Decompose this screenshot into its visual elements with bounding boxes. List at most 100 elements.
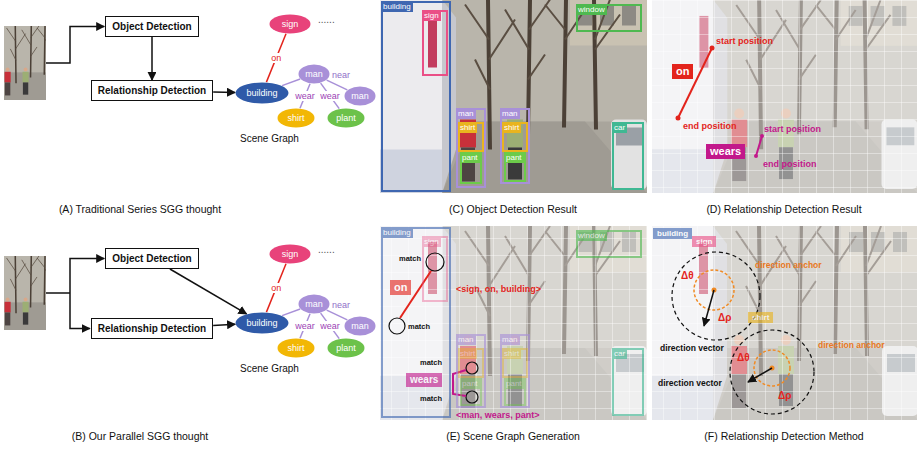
annotation-text: match [399, 254, 421, 263]
edge-label: on [270, 53, 282, 63]
process-box: Object Detection [105, 248, 198, 269]
grid-overlay [652, 226, 917, 420]
fade-overlay [652, 226, 917, 420]
ellipse-shape [299, 65, 330, 84]
detection-box: car [612, 348, 644, 416]
detection-box: car [612, 122, 644, 190]
graph-node-ellipse: shirt [277, 108, 315, 128]
graph-node-ellipse: building [235, 312, 289, 334]
node-label: sign [422, 10, 441, 21]
node-label: building [246, 88, 277, 98]
relation-vectors [676, 46, 765, 159]
annotation-text: match [408, 322, 430, 331]
line-shape [678, 48, 712, 118]
ellipse-shape [278, 339, 315, 358]
line-shape [704, 290, 714, 326]
annotation-text: end position [683, 121, 737, 131]
photo-panel [652, 0, 917, 193]
edge-label: wear [294, 91, 316, 101]
node-label: shirt [458, 122, 477, 133]
process-box: Relationship Detection [91, 80, 213, 101]
detection-box: shirt [458, 122, 484, 152]
circle-shape [676, 116, 681, 121]
annotation-text: <man, wears, pant> [456, 410, 540, 420]
edge-label: near [331, 70, 351, 80]
ellipse-shape [345, 317, 376, 336]
use-shape [652, 0, 917, 193]
fade-overlay [652, 0, 917, 193]
annotation-text: direction vector [660, 343, 724, 353]
node-label: shirt [502, 122, 521, 133]
detection-box: sign [422, 236, 448, 302]
photo-panel [380, 226, 647, 420]
node-label: building [381, 227, 413, 238]
line-shape [748, 368, 772, 382]
photo-panel [380, 0, 647, 194]
circle-shape [466, 362, 478, 374]
relation-tag: wears [406, 373, 442, 387]
photo-panel [651, 226, 917, 420]
panel-caption: (C) Object Detection Result [449, 203, 577, 215]
annotation-text: Δρ [778, 390, 791, 401]
connector [266, 264, 286, 312]
node-label: wears [710, 145, 741, 157]
circle-shape [754, 154, 758, 158]
node-label: Relationship Detection [98, 85, 206, 96]
circle-shape [426, 253, 444, 271]
node-label: shirt [458, 348, 477, 359]
detection-box: pant [504, 152, 526, 182]
annotation-text: <sign, on, building> [456, 284, 541, 294]
annotation-text: Δθ [737, 352, 750, 363]
ellipse-shape [328, 339, 365, 358]
annotation-text: direction anchor [755, 260, 822, 270]
edge-label: wear [294, 321, 316, 331]
node-label: Object Detection [112, 253, 191, 264]
relation-tag: wears [706, 144, 745, 159]
annotation-text: ...... [318, 14, 335, 25]
circle-shape [760, 134, 764, 138]
annotation-text: start position [716, 36, 773, 46]
detection-box: shirt [458, 348, 484, 378]
detection-box: pant [460, 152, 482, 184]
process-box: Object Detection [105, 16, 198, 37]
node-label: man [456, 108, 476, 119]
connector [213, 324, 235, 325]
node-label: building [381, 1, 413, 12]
graph-node-ellipse: man [344, 316, 376, 336]
graph-node-ellipse: man [298, 294, 330, 314]
ellipse-shape [328, 109, 365, 128]
connector [282, 309, 300, 316]
node-label: car [612, 348, 627, 359]
flow-arrow [70, 293, 90, 329]
detection-box: sign [422, 10, 448, 76]
detection-box: shirt [502, 348, 528, 378]
annotation-text: Scene Graph [240, 363, 299, 374]
node-label: sign [422, 236, 441, 247]
annotation-text: ...... [318, 244, 335, 255]
graph-node-ellipse: man [344, 86, 376, 106]
grid-overlay [652, 0, 917, 193]
node-label: shirt [502, 348, 521, 359]
connector [282, 79, 300, 86]
detection-box: window [576, 4, 642, 32]
detection-box: window [576, 230, 642, 258]
detection-box: shirt [502, 122, 528, 152]
node-label: man [305, 69, 323, 79]
ellipse-shape [236, 313, 289, 334]
node-label: man [351, 321, 369, 331]
relation-tag: sign [692, 236, 716, 247]
node-label: window [576, 4, 607, 15]
panel-caption: (A) Traditional Series SGG thought [59, 203, 221, 215]
node-label: plant [336, 113, 356, 123]
use-shape [380, 226, 647, 420]
node-label: shirt [752, 313, 769, 322]
node-label: shirt [287, 113, 304, 123]
thumbnail-photo [0, 256, 76, 330]
node-label: wears [410, 374, 438, 385]
node-label: sign [282, 249, 299, 259]
node-label: pant [504, 152, 524, 163]
connector [266, 34, 286, 82]
relation-tag: shirt [748, 312, 773, 323]
